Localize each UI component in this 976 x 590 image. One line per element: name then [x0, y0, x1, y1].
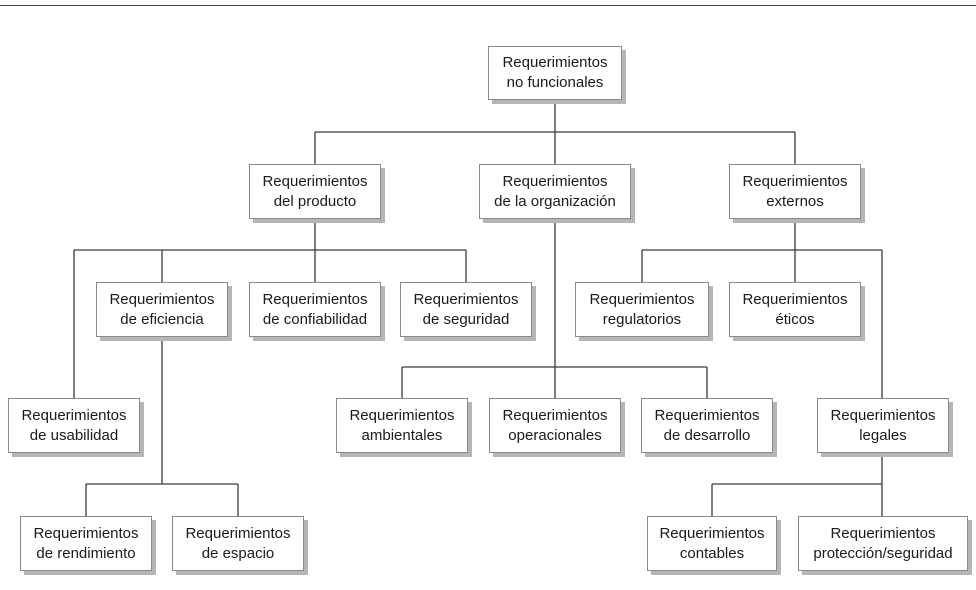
node-requerimientos-de-seguridad: Requerimientos de seguridad [400, 282, 532, 337]
node-requerimientos-de-confiabilidad: Requerimientos de confiabilidad [249, 282, 381, 337]
node-line2: del producto [273, 192, 357, 210]
node-line2: de seguridad [422, 310, 510, 328]
node-line1: Requerimientos [502, 54, 608, 71]
node-requerimientos-eticos: Requerimientos éticos [729, 282, 861, 337]
node-line2: de usabilidad [29, 426, 119, 444]
node-line1: Requerimientos [830, 406, 936, 424]
node-requerimientos-de-la-organizacion: Requerimientos de la organización [479, 164, 631, 219]
node-line1: Requerimientos [502, 172, 608, 190]
node-requerimientos-de-desarrollo: Requerimientos de desarrollo [641, 398, 773, 453]
node-line1: Requerimientos [262, 290, 368, 308]
node-requerimientos-contables: Requerimientos contables [647, 516, 777, 571]
node-line2: de rendimiento [36, 544, 136, 562]
node-requerimientos-regulatorios: Requerimientos regulatorios [575, 282, 709, 337]
node-line2: de eficiencia [120, 310, 204, 328]
node-line2: regulatorios [602, 310, 682, 328]
node-line2: ambientales [361, 426, 443, 444]
node-line2: de confiabilidad [262, 310, 368, 328]
node-line1: Requerimientos [262, 172, 368, 190]
node-line1: Requerimientos [33, 524, 139, 542]
node-requerimientos-del-producto: Requerimientos del producto [249, 164, 381, 219]
node-requerimientos-externos: Requerimientos externos [729, 164, 861, 219]
node-line2: no funcionales [506, 74, 604, 91]
node-line1: Requerimientos [413, 290, 519, 308]
node-line2: operacionales [508, 426, 602, 444]
node-requerimientos-de-rendimiento: Requerimientos de rendimiento [20, 516, 152, 571]
node-line1: Requerimientos [742, 290, 848, 308]
node-line2: externos [766, 192, 824, 210]
node-line2: éticos [775, 310, 815, 328]
node-requerimientos-legales: Requerimientos legales [817, 398, 949, 453]
node-line1: Requerimientos [589, 290, 695, 308]
node-requerimientos-de-usabilidad: Requerimientos de usabilidad [8, 398, 140, 453]
node-line2: contables [679, 544, 745, 562]
node-line1: Requerimientos [830, 524, 936, 542]
node-requerimientos-proteccion-seguridad: Requerimientos protección/seguridad [798, 516, 968, 571]
node-line2: legales [859, 426, 907, 444]
node-line2: de la organización [494, 192, 616, 210]
node-line1: Requerimientos [109, 290, 215, 308]
node-requerimientos-de-espacio: Requerimientos de espacio [172, 516, 304, 571]
node-line1: Requerimientos [349, 406, 455, 424]
node-requerimientos-operacionales: Requerimientos operacionales [489, 398, 621, 453]
node-requerimientos-no-funcionales: Requerimientos no funcionales [488, 46, 622, 100]
node-requerimientos-ambientales: Requerimientos ambientales [336, 398, 468, 453]
node-line1: Requerimientos [185, 524, 291, 542]
node-line1: Requerimientos [502, 406, 608, 424]
node-line2: de espacio [201, 544, 275, 562]
node-line1: Requerimientos [659, 524, 765, 542]
node-line2: de desarrollo [663, 426, 751, 444]
top-rule [0, 5, 976, 6]
node-line1: Requerimientos [21, 406, 127, 424]
node-line1: Requerimientos [742, 172, 848, 190]
node-line1: Requerimientos [654, 406, 760, 424]
node-line2: protección/seguridad [813, 544, 953, 562]
node-requerimientos-de-eficiencia: Requerimientos de eficiencia [96, 282, 228, 337]
